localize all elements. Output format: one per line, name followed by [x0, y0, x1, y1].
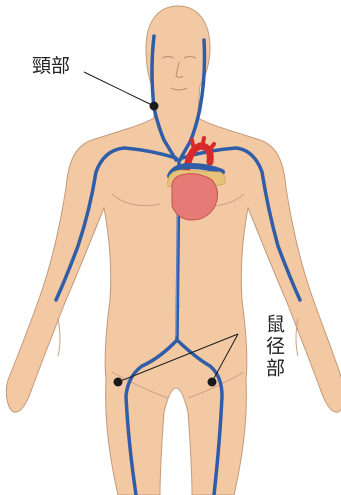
arm-crease-left	[58, 318, 60, 356]
neck-label: 頸部	[32, 57, 70, 76]
neck-leader-line	[84, 72, 154, 106]
groin-marker-left	[114, 378, 123, 387]
neck-marker	[150, 102, 159, 111]
human-body-icon	[6, 6, 341, 495]
groin-label: 鼠径部	[262, 314, 286, 380]
aortic-branch-1	[192, 140, 194, 150]
body-silhouette	[6, 6, 341, 495]
aortic-branch-2	[202, 138, 204, 148]
groin-marker-right	[208, 378, 217, 387]
